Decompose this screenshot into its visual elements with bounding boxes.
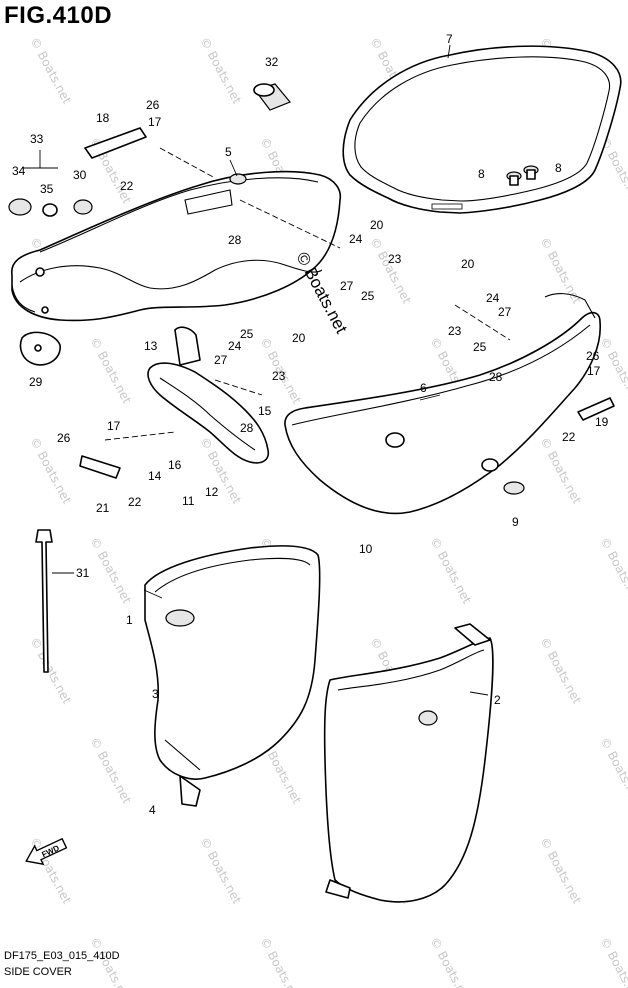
callout-28a: 28: [228, 233, 242, 247]
callout-23b: 23: [448, 324, 462, 338]
callout-26a: 26: [146, 98, 160, 112]
callout-1: 1: [126, 613, 133, 627]
part-32-grommet: [253, 83, 291, 111]
watermark-text: © Boats.net: [257, 935, 304, 988]
watermark-text: © Boats.net: [537, 635, 584, 706]
part-5-upper-cover: [11, 170, 342, 322]
callout-5: 5: [225, 145, 232, 159]
watermark-text: © Boats.net: [597, 335, 628, 406]
callout-16: 16: [168, 458, 182, 472]
watermark-text: © Boats.net: [537, 235, 584, 306]
watermark-text: © Boats.net: [27, 35, 74, 106]
small-seals-group: [8, 198, 93, 217]
part-2-lower-cover: [323, 623, 494, 903]
callout-35: 35: [40, 182, 54, 196]
part-6-side-cover: [284, 293, 601, 515]
callout-17c: 17: [587, 364, 601, 378]
figure-title: FIG.410D: [4, 2, 113, 29]
callout-29: 29: [29, 375, 43, 389]
callout-24c: 24: [228, 339, 242, 353]
callout-21: 21: [96, 501, 110, 515]
watermark-text: © Boats.net: [27, 635, 74, 706]
part-7-seal: [342, 45, 622, 214]
callout-23a: 23: [388, 252, 402, 266]
callout-31: 31: [76, 566, 90, 580]
callout-30: 30: [73, 168, 87, 182]
callout-3: 3: [152, 687, 159, 701]
figure-code: DF175_E03_015_410D: [4, 950, 120, 962]
callout-13: 13: [144, 339, 158, 353]
callout-6: 6: [420, 381, 427, 395]
callout-28b: 28: [489, 370, 503, 384]
callout-10: 10: [359, 542, 373, 556]
watermark-text: © Boats.net: [597, 535, 628, 606]
part-19-latch: [577, 397, 615, 421]
part-9-plug: [503, 481, 525, 495]
part-29-connector: [19, 331, 61, 366]
assembly-lines: [104, 147, 511, 441]
callout-20c: 20: [292, 331, 306, 345]
part-1-lower-cover: [144, 545, 321, 807]
watermark-text: © Boats.net: [367, 235, 414, 306]
callout-7: 7: [446, 32, 453, 46]
part-18-latch: [84, 127, 147, 159]
watermark-text: © Boats.net: [427, 535, 474, 606]
callout-22c: 22: [562, 430, 576, 444]
watermark-text: © Boats.net: [27, 435, 74, 506]
watermark-text: © Boats.net: [87, 535, 134, 606]
callout-25c: 25: [240, 327, 254, 341]
callout-22a: 22: [120, 179, 134, 193]
part-13-bracket: [147, 326, 270, 464]
figure-caption: SIDE COVER: [4, 966, 72, 978]
watermark-text: © Boats.net: [537, 835, 584, 906]
part-8-grommets: [506, 165, 539, 186]
watermark-text: © Boats.net: [537, 435, 584, 506]
callout-27a: 27: [340, 279, 354, 293]
callout-15: 15: [258, 404, 272, 418]
callout-25a: 25: [361, 289, 375, 303]
callout-8a: 8: [478, 167, 485, 181]
callout-23c: 23: [272, 369, 286, 383]
part-21-latch: [79, 455, 121, 479]
callout-11: 11: [182, 494, 195, 508]
watermark-text: © Boats.net: [427, 935, 474, 988]
callout-18: 18: [96, 111, 110, 125]
leader-lines: [22, 44, 489, 696]
callout-14: 14: [148, 469, 162, 483]
callout-17b: 17: [107, 419, 121, 433]
callout-26b: 26: [57, 431, 71, 445]
callout-8b: 8: [555, 161, 562, 175]
callout-20b: 20: [461, 257, 475, 271]
callout-22b: 22: [128, 495, 142, 509]
callout-27c: 27: [214, 353, 228, 367]
watermark-text: © Boats.net: [197, 35, 244, 106]
callout-28c: 28: [240, 421, 254, 435]
callout-labels: 1 2 3 4 5 6 7 8 8 9 10 11 12 13 14 15 16…: [12, 32, 609, 817]
callout-2: 2: [494, 693, 501, 707]
callout-26c: 26: [586, 349, 600, 363]
callout-9: 9: [512, 515, 519, 529]
callout-32: 32: [265, 55, 279, 69]
callout-24b: 24: [486, 291, 500, 305]
callout-25b: 25: [473, 340, 487, 354]
callout-34: 34: [12, 164, 26, 178]
callout-19: 19: [595, 415, 609, 429]
callout-12: 12: [205, 485, 219, 499]
watermark-text: © Boats.net: [597, 735, 628, 806]
callout-24a: 24: [349, 232, 363, 246]
callout-27b: 27: [498, 305, 512, 319]
watermark-text: © Boats.net: [87, 335, 134, 406]
callout-17a: 17: [148, 115, 162, 129]
watermark-text: © Boats.net: [197, 835, 244, 906]
part-31-cable-tie: [35, 529, 53, 673]
callout-33: 33: [30, 132, 44, 146]
watermark-text: © Boats.net: [87, 735, 134, 806]
callout-20a: 20: [370, 218, 384, 232]
watermark-text: © Boats.net: [597, 935, 628, 988]
callout-4: 4: [149, 803, 156, 817]
